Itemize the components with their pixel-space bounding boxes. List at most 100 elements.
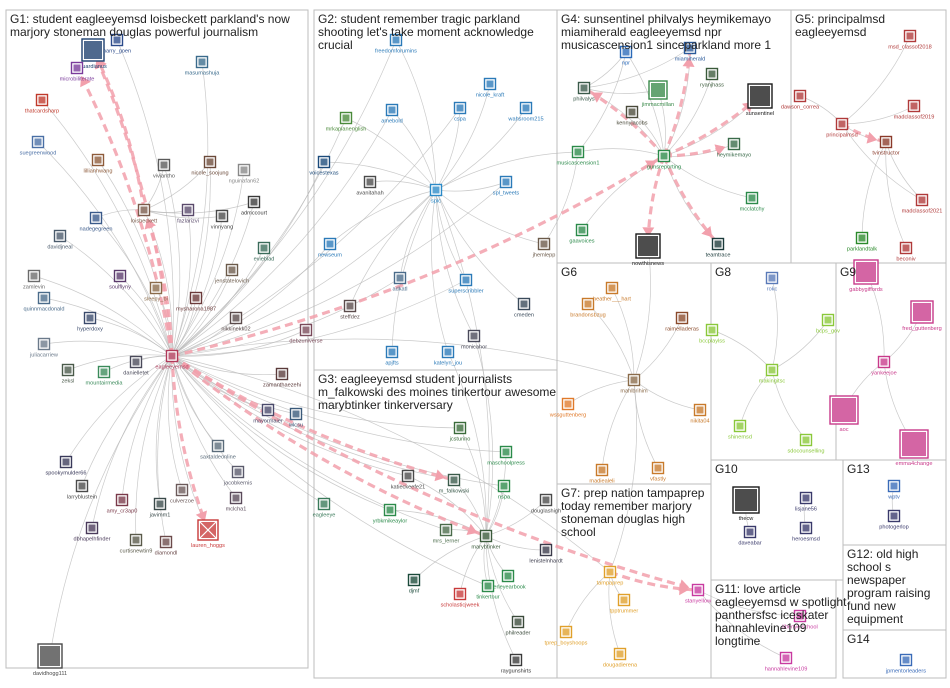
node-musicascension1[interactable]: musicascension1 <box>557 145 600 167</box>
node-raimelladeras[interactable]: raimelladeras <box>665 311 699 333</box>
node-photogerlop[interactable]: photogerlop <box>879 509 909 531</box>
node-msd-classof2018[interactable]: msd_classof2018 <box>888 29 932 51</box>
node-nicole-soojung[interactable]: nicole_soojung <box>191 155 229 177</box>
node-admccourt[interactable]: admccourt <box>241 195 268 217</box>
node-thecw[interactable]: thecw <box>732 486 760 522</box>
node-dbhapelhfinder[interactable]: dbhapelhfinder <box>73 521 111 543</box>
node-principalmsd[interactable]: principalmsd <box>826 117 858 139</box>
node-madclassof2021[interactable]: madclassof2021 <box>902 193 943 215</box>
node-makingitsc[interactable]: makingitsc <box>759 363 786 385</box>
node-javimm1[interactable]: javimm1 <box>149 497 171 519</box>
node-evieblad[interactable]: evieblad <box>254 241 275 263</box>
node-masumashuja[interactable]: masumashuja <box>185 55 221 77</box>
node-philreader[interactable]: philreader <box>506 615 531 637</box>
node-stanyellow[interactable]: stanyellow <box>685 583 712 605</box>
node-sdocounselling[interactable]: sdocounselling <box>787 433 825 455</box>
node-npr[interactable]: npr <box>619 45 633 67</box>
node-brandonsbzug[interactable]: brandonsbzug <box>570 297 606 319</box>
node-apjfts[interactable]: apjfts <box>385 345 399 367</box>
node-madiealeli[interactable]: madiealeli <box>589 463 615 485</box>
node-gaavoices[interactable]: gaavoices <box>569 223 595 245</box>
node-amy-cr3ap0[interactable]: amy_cr3ap0 <box>107 493 138 515</box>
node-larryblustein[interactable]: larryblustein <box>67 479 97 501</box>
node-steffdez[interactable]: steffdez <box>340 299 360 321</box>
node-superscribbler[interactable]: superscribbler <box>448 273 484 295</box>
node-tinkertour[interactable]: tinkertour <box>476 579 500 601</box>
node-jenstatelovich[interactable]: jenstatelovich <box>214 263 249 285</box>
node-tvinstructor[interactable]: tvinstructor <box>872 135 900 157</box>
node-eagleeye[interactable]: eagleeye <box>313 497 336 519</box>
node-nguinafan62[interactable]: nguinafan62 <box>229 163 260 185</box>
node-beconiv[interactable]: beconiv <box>896 241 916 263</box>
node-dougadierena[interactable]: dougadierena <box>603 647 638 669</box>
node-emma4change[interactable]: emma4change <box>895 429 933 467</box>
node-jacobkernis[interactable]: jacobkernis <box>223 465 252 487</box>
node-djmf[interactable]: djmf <box>407 573 421 595</box>
node-heather---hart[interactable]: heather___hart <box>593 281 631 303</box>
node-parklandtalk[interactable]: parklandtalk <box>847 231 877 253</box>
node-teamtrace[interactable]: teamtrace <box>706 237 731 259</box>
node-newseum[interactable]: newseum <box>318 237 342 259</box>
node-dawson-correa[interactable]: dawson_correa <box>781 89 820 111</box>
node-mayormaier[interactable]: mayormaier <box>253 403 283 425</box>
node-wssguttenberg[interactable]: wssguttenberg <box>549 397 586 419</box>
node-splc[interactable]: splc <box>429 183 443 205</box>
node-mclcha1[interactable]: mclcha1 <box>226 491 247 513</box>
node-thatcardsharp[interactable]: thatcardsharp <box>25 93 59 115</box>
node-freedomforumins[interactable]: freedomforumins <box>375 33 417 55</box>
node-culverzoe[interactable]: culverzoe <box>170 483 194 505</box>
node-microbiliterate[interactable]: microbiliterate <box>60 61 95 83</box>
node-bcps-gov[interactable]: bcps_gov <box>816 313 840 335</box>
node-ryanjhass[interactable]: ryanjhass <box>700 67 724 89</box>
node-gabbygiffords[interactable]: gabbygiffords <box>849 259 883 293</box>
node-mrkaplanenglish[interactable]: mrkaplanenglish <box>326 111 367 133</box>
node-guardianus[interactable]: guardianus <box>79 38 107 70</box>
node-eagleeyemsd[interactable]: eagleeyemsd <box>155 349 189 371</box>
node-sleepy-bi[interactable]: sleepy_bi <box>144 281 168 303</box>
node-nikkinekk02[interactable]: nikkinekk02 <box>221 311 251 333</box>
node-m-falkowski[interactable]: m_falkowski <box>439 473 469 495</box>
node-mahlbrihim[interactable]: mahlbrihim <box>620 373 648 395</box>
node-tpptrummer[interactable]: tpptrummer <box>610 593 639 615</box>
node-wptv[interactable]: wptv <box>887 479 901 501</box>
node-yrbkmikeaylor[interactable]: yrbkmikeaylor <box>373 503 408 525</box>
node-philvalys[interactable]: philvalys <box>573 81 595 103</box>
node-hyperdoxy[interactable]: hyperdoxy <box>77 311 103 333</box>
node-marybtinker[interactable]: marybtinker <box>471 529 501 551</box>
node-cspa[interactable]: cspa <box>453 101 467 123</box>
node-jimmacmillan[interactable]: jimmacmillan <box>641 80 674 108</box>
node-harry-goen[interactable]: harry_goen <box>103 33 131 55</box>
node-hannahlevine109[interactable]: hannahlevine109 <box>765 651 808 673</box>
node-saxtaldeonline[interactable]: saxtaldeonline <box>200 439 236 461</box>
node-zamlevin[interactable]: zamlevin <box>23 269 45 291</box>
node-jpmentorleaders[interactable]: jpmentorleaders <box>885 653 926 675</box>
node-cmeden[interactable]: cmeden <box>514 297 534 319</box>
node-fred-guttenberg[interactable]: fred_guttenberg <box>902 300 942 332</box>
node-raygunshirts[interactable]: raygunshirts <box>501 653 532 675</box>
node-soulflyny[interactable]: soulflyny <box>109 269 131 291</box>
node-lillianhwang[interactable]: lillianhwang <box>84 153 113 175</box>
node-avanitahah[interactable]: avanitahah <box>356 175 384 197</box>
node-yankeejoe[interactable]: yankeejoe <box>871 355 897 377</box>
node-debzuniverse[interactable]: debzuniverse <box>289 323 323 345</box>
node-davidjneal[interactable]: davidjneal <box>47 229 73 251</box>
node-kennyjacobs[interactable]: kennyjacobs <box>616 105 648 127</box>
node-monicahor[interactable]: monicahor <box>461 329 487 351</box>
node-mcclatchy[interactable]: mcclatchy <box>740 191 765 213</box>
node-nspa[interactable]: nspa <box>497 479 511 501</box>
node-vfastly[interactable]: vfastly <box>650 461 666 483</box>
node-katieckeefe21[interactable]: katieckeefe21 <box>391 469 426 491</box>
node-spl-tweets[interactable]: spl_tweets <box>493 175 520 197</box>
node-voicestexas[interactable]: voicestexas <box>309 155 339 177</box>
node-amebold[interactable]: amebold <box>381 103 403 125</box>
node-miamiherald[interactable]: miamiherald <box>675 41 705 63</box>
node-sunsentinel[interactable]: sunsentinel <box>746 83 774 117</box>
node-tprep-boyshoops[interactable]: tprep_boyshoops <box>545 625 588 647</box>
node-heymikemayo[interactable]: heymikemayo <box>717 137 752 159</box>
node-nadegegreen[interactable]: nadegegreen <box>80 211 113 233</box>
node-juliacarriew[interactable]: juliacarriew <box>29 337 59 359</box>
node-spookymulder66[interactable]: spookymulder66 <box>45 455 87 477</box>
node-loisbeckett[interactable]: loisbeckett <box>131 203 158 225</box>
node-heroesmsd[interactable]: heroesmsd <box>792 521 820 543</box>
node-rokc[interactable]: rokc <box>765 271 779 293</box>
